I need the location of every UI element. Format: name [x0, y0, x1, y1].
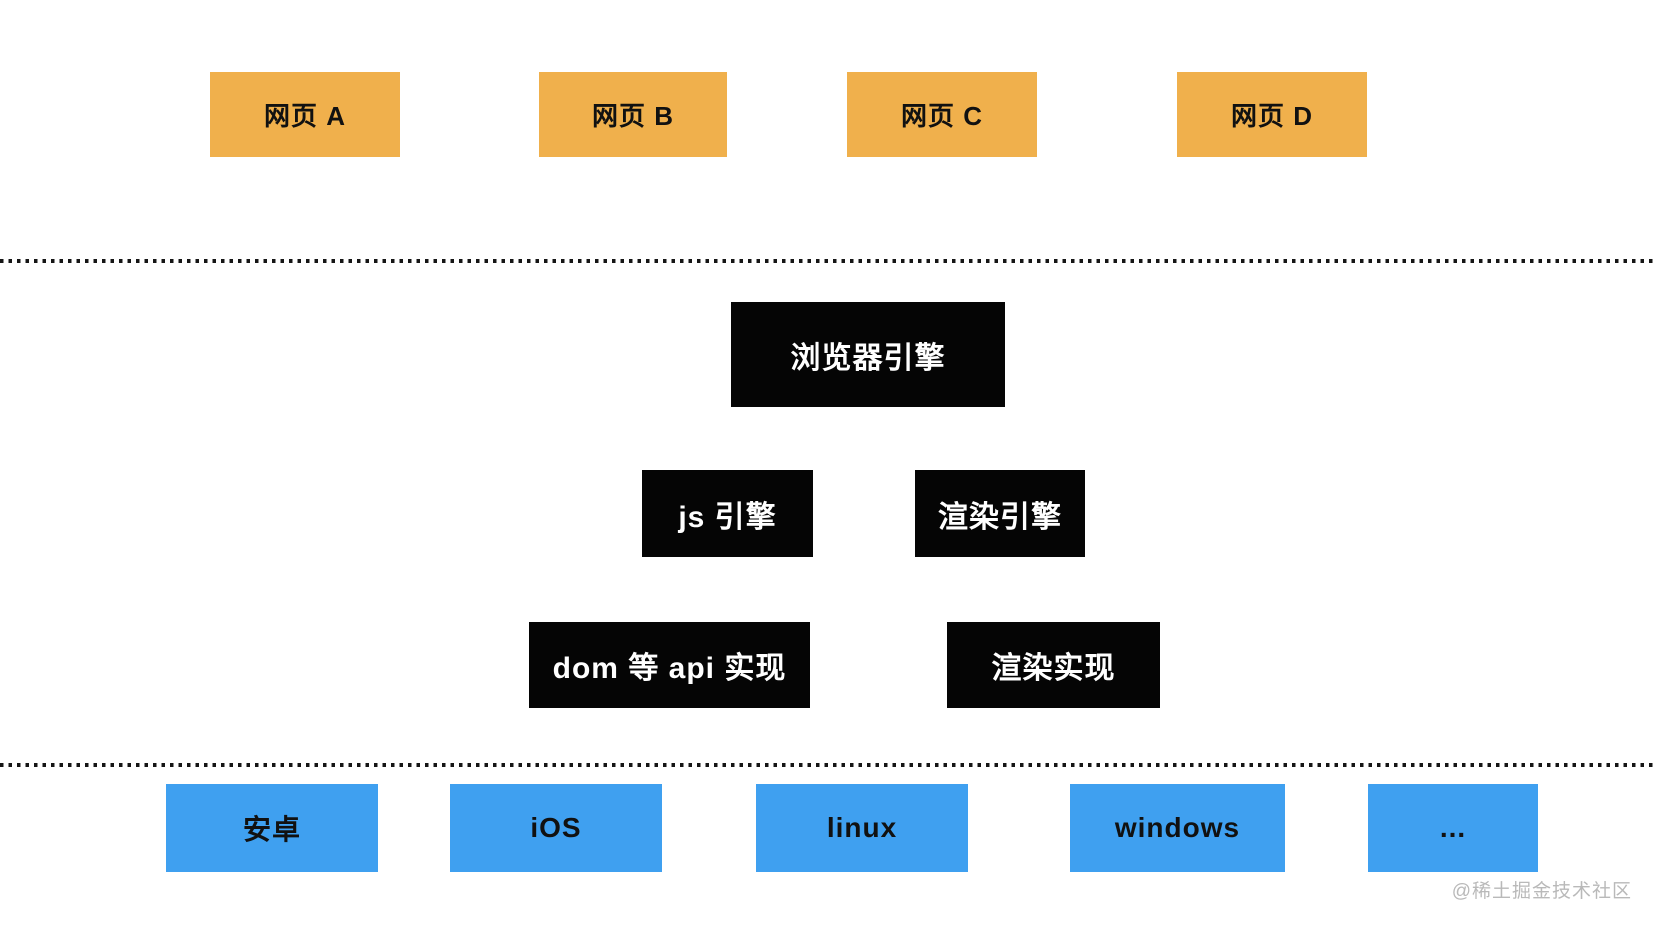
webpage-c-box: 网页 C [847, 72, 1037, 157]
platform-ios-box: iOS [450, 784, 662, 872]
render-impl-box: 渲染实现 [947, 622, 1160, 708]
platform-android-box: 安卓 [166, 784, 378, 872]
webpage-a-box: 网页 A [210, 72, 400, 157]
render-engine-box: 渲染引擎 [915, 470, 1085, 557]
platform-more-box: ... [1368, 784, 1538, 872]
webpage-d-box: 网页 D [1177, 72, 1367, 157]
platform-windows-box: windows [1070, 784, 1285, 872]
watermark: @稀土掘金技术社区 [1451, 881, 1632, 902]
upper-dotted-separator [0, 259, 1656, 263]
dom-api-impl-box: dom 等 api 实现 [529, 622, 810, 708]
platform-linux-box: linux [756, 784, 968, 872]
js-engine-box: js 引擎 [642, 470, 813, 557]
lower-dotted-separator [0, 763, 1656, 767]
webpage-b-box: 网页 B [539, 72, 727, 157]
browser-engine-box: 浏览器引擎 [731, 302, 1005, 407]
